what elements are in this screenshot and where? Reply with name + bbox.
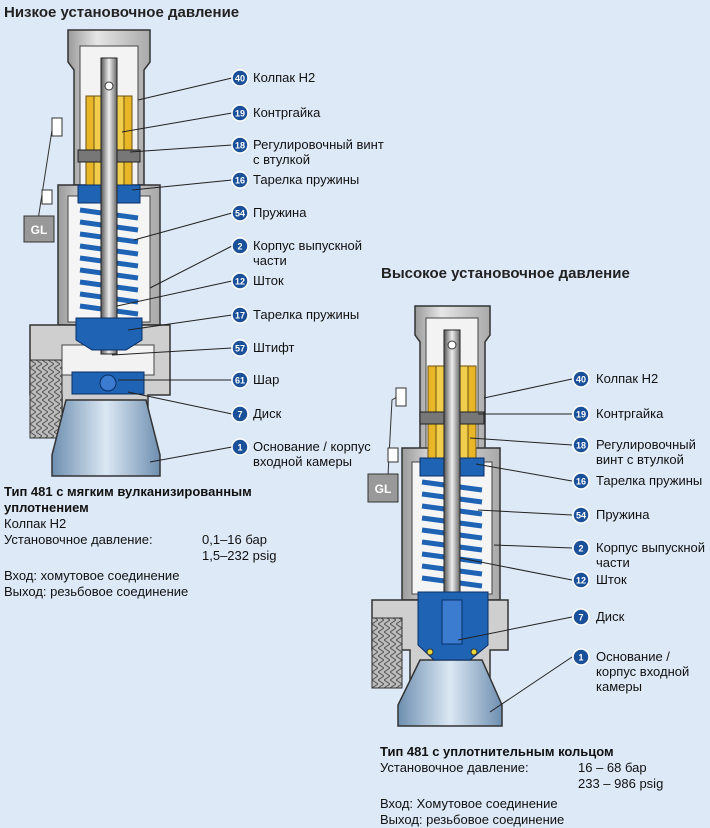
low-callout-label: Корпус выпускной части (253, 238, 363, 268)
high-valve-drawing (367, 305, 509, 727)
high-pressure-title: Высокое установочное давление (381, 265, 630, 282)
low-badge-number: 19 (235, 109, 245, 119)
high-callout-label: Диск (596, 609, 625, 624)
low-callout-label: Регулировочный винт с втулкой (253, 137, 384, 167)
high-spec-outlet: Выход: резьбовое соединение (380, 812, 565, 827)
low-gl-tag: GL (31, 223, 48, 237)
low-pressure-title: Низкое установочное давление (4, 4, 240, 21)
low-badge-7 (231, 405, 249, 423)
high-spec-heading: Тип 481 с уплотнительным кольцом (380, 744, 614, 759)
low-badge-number: 16 (235, 176, 245, 186)
low-badge-17 (231, 306, 249, 324)
high-badge-2 (572, 539, 590, 557)
low-badge-number: 18 (235, 141, 245, 151)
high-badge-number: 2 (578, 544, 583, 554)
low-spec-pressure-label: Установочное давление: (4, 532, 153, 547)
low-spec-heading: Тип 481 с мягким вулканизированным уплот… (4, 484, 252, 515)
low-badge-16 (231, 171, 249, 189)
low-callout-label: Колпак H2 (253, 70, 316, 85)
low-badge-1 (231, 438, 249, 456)
low-badge-2 (231, 237, 249, 255)
high-callout-label: Тарелка пружины (596, 473, 703, 488)
low-spec-outlet: Выход: резьбовое соединение (4, 584, 189, 599)
high-badge-16 (572, 472, 590, 490)
low-spec-block: Тип 481 с мягким вулканизированным уплот… (4, 484, 304, 600)
high-spec-inlet: Вход: Хомутовое соединение (380, 796, 558, 811)
low-spec-pressure-psig: 1,5–232 psig (202, 548, 277, 563)
high-gl-tag: GL (375, 482, 392, 496)
low-callout-label: Диск (253, 406, 282, 421)
high-spec-pressure-label: Установочное давление: (380, 760, 529, 775)
low-callout-label: Основание / корпус входной камеры (253, 439, 371, 469)
high-spec-block: Тип 481 с уплотнительным кольцом Установ… (380, 744, 700, 828)
low-spec-cap: Колпак H2 (4, 516, 67, 531)
high-badge-number: 40 (576, 375, 586, 385)
low-badge-number: 17 (235, 311, 245, 321)
high-badge-1 (572, 648, 590, 666)
low-badge-number: 57 (235, 344, 245, 354)
low-badge-12 (231, 272, 249, 290)
low-leader-lines (111, 77, 233, 463)
low-badge-61 (231, 371, 249, 389)
low-callout-label: Штифт (253, 340, 295, 355)
low-badge-number: 12 (235, 277, 245, 287)
high-spec-pressure-bar: 16 – 68 бар (578, 760, 647, 775)
high-badge-number: 1 (578, 653, 583, 663)
low-callout-label: Шток (253, 273, 284, 288)
low-badge-40 (231, 69, 249, 87)
low-badge-number: 40 (235, 74, 245, 84)
high-callout-label: Регулировочный винт с втулкой (596, 437, 696, 467)
high-badge-7 (572, 608, 590, 626)
low-spec-pressure-bar: 0,1–16 бар (202, 532, 267, 547)
high-badge-18 (572, 436, 590, 454)
low-badge-54 (231, 204, 249, 222)
callout-badges: 40 19 18 16 54 2 12 17 57 61 7 1 40 19 18 16 54 2 12 7 1 (231, 69, 590, 666)
high-callout-label: Контргайка (596, 406, 664, 421)
high-badge-12 (572, 571, 590, 589)
low-badge-number: 2 (237, 242, 242, 252)
high-badge-number: 16 (576, 477, 586, 487)
low-callout-label: Тарелка пружины (253, 307, 360, 322)
high-leader-lines (457, 378, 573, 713)
high-badge-number: 7 (578, 613, 583, 623)
low-spec-inlet: Вход: хомутовое соединение (4, 568, 180, 583)
low-valve-drawing (23, 29, 171, 477)
high-callout-label: Пружина (596, 507, 650, 522)
high-spec-pressure-psig: 233 – 986 psig (578, 776, 664, 791)
low-badge-number: 1 (237, 443, 242, 453)
high-badge-number: 19 (576, 410, 586, 420)
low-badge-number: 54 (235, 209, 245, 219)
low-badge-number: 7 (237, 410, 242, 420)
low-badge-18 (231, 136, 249, 154)
high-badge-40 (572, 370, 590, 388)
high-callout-label: Шток (596, 572, 627, 587)
low-callout-label: Пружина (253, 205, 307, 220)
high-callout-label: Колпак H2 (596, 371, 659, 386)
low-badge-number: 61 (235, 376, 245, 386)
high-badge-54 (572, 506, 590, 524)
low-badge-19 (231, 104, 249, 122)
low-callout-label: Шар (253, 372, 280, 387)
high-badge-number: 54 (576, 511, 586, 521)
low-badge-57 (231, 339, 249, 357)
low-callout-label: Контргайка (253, 105, 321, 120)
high-badge-number: 12 (576, 576, 586, 586)
high-callout-label: Основание / корпус входной камеры (596, 649, 690, 694)
low-callout-label: Тарелка пружины (253, 172, 360, 187)
high-badge-19 (572, 405, 590, 423)
high-callout-label: Корпус выпускной части (596, 540, 706, 570)
high-badge-number: 18 (576, 441, 586, 451)
